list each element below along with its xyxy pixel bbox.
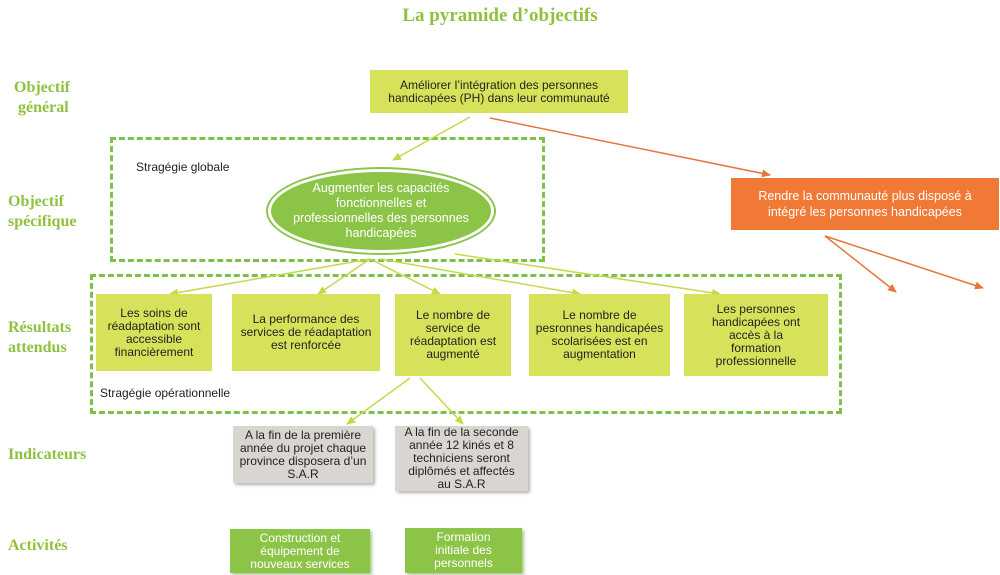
level-label-line: Résultats xyxy=(8,319,72,336)
level-objectif-general: Objectif général xyxy=(14,78,70,118)
level-label-line: spécifique xyxy=(8,213,77,230)
activite-box: Formation initiale des personnels xyxy=(405,528,522,573)
resultat-box: Le nombre de service de réadaptation est… xyxy=(395,294,511,376)
strategie-operationnelle-label: Stragégie opérationnelle xyxy=(100,386,231,400)
strategie-globale-frame xyxy=(110,137,545,262)
resultat-box: Les soins de réadaptation sont accessibl… xyxy=(96,294,212,371)
arrow-to-resultat-1 xyxy=(169,258,371,297)
arrow-general-to-specifique xyxy=(392,116,471,161)
level-label-line: attendus xyxy=(8,339,67,356)
arrow-lateral-1 xyxy=(824,235,897,293)
strategie-operationnelle-frame xyxy=(90,274,842,414)
arrow-lateral-2 xyxy=(824,235,984,290)
level-label-line: Objectif xyxy=(8,193,64,210)
diagram-title: La pyramide d’objectifs xyxy=(402,5,598,26)
strategie-globale-label: Stragégie globale xyxy=(136,160,230,174)
arrow-general-to-lateral xyxy=(489,117,771,178)
level-resultats: Résultats attendus xyxy=(8,318,71,358)
resultat-box: Le nombre de pesronnes handicapées scola… xyxy=(529,294,670,376)
resultat-box: La performance des services de réadaptat… xyxy=(232,294,380,371)
level-label-line: Objectif xyxy=(14,79,70,96)
resultat-box: Les personnes handicapées ont accès à la… xyxy=(684,294,828,376)
level-activites: Activités xyxy=(8,537,68,554)
objectif-lateral-box: Rendre la communauté plus disposé à inté… xyxy=(731,178,999,230)
objectif-general-box: Améliorer l’intégration des personnes ha… xyxy=(370,70,628,113)
level-label-line: général xyxy=(18,99,69,116)
arrow-to-resultat-2 xyxy=(317,258,371,295)
arrow-to-indicateur-1 xyxy=(346,377,411,425)
indicateur-box: A la fin de la seconde année 12 kinés et… xyxy=(395,426,528,491)
level-indicateurs: Indicateurs xyxy=(8,446,87,463)
indicateur-box: A la fin de la première année du projet … xyxy=(233,426,373,483)
activite-box: Construction et équipement de nouveaux s… xyxy=(230,529,370,573)
arrow-to-resultat-4 xyxy=(379,258,581,297)
objectif-specifique-ellipse: Augmenter les capacités fonctionnelles e… xyxy=(268,169,494,253)
arrow-to-indicateur-2 xyxy=(419,377,464,425)
level-objectif-specifique: Objectif spécifique xyxy=(8,192,76,232)
arrow-to-resultat-3 xyxy=(369,258,441,295)
arrow-to-resultat-5 xyxy=(454,253,721,297)
